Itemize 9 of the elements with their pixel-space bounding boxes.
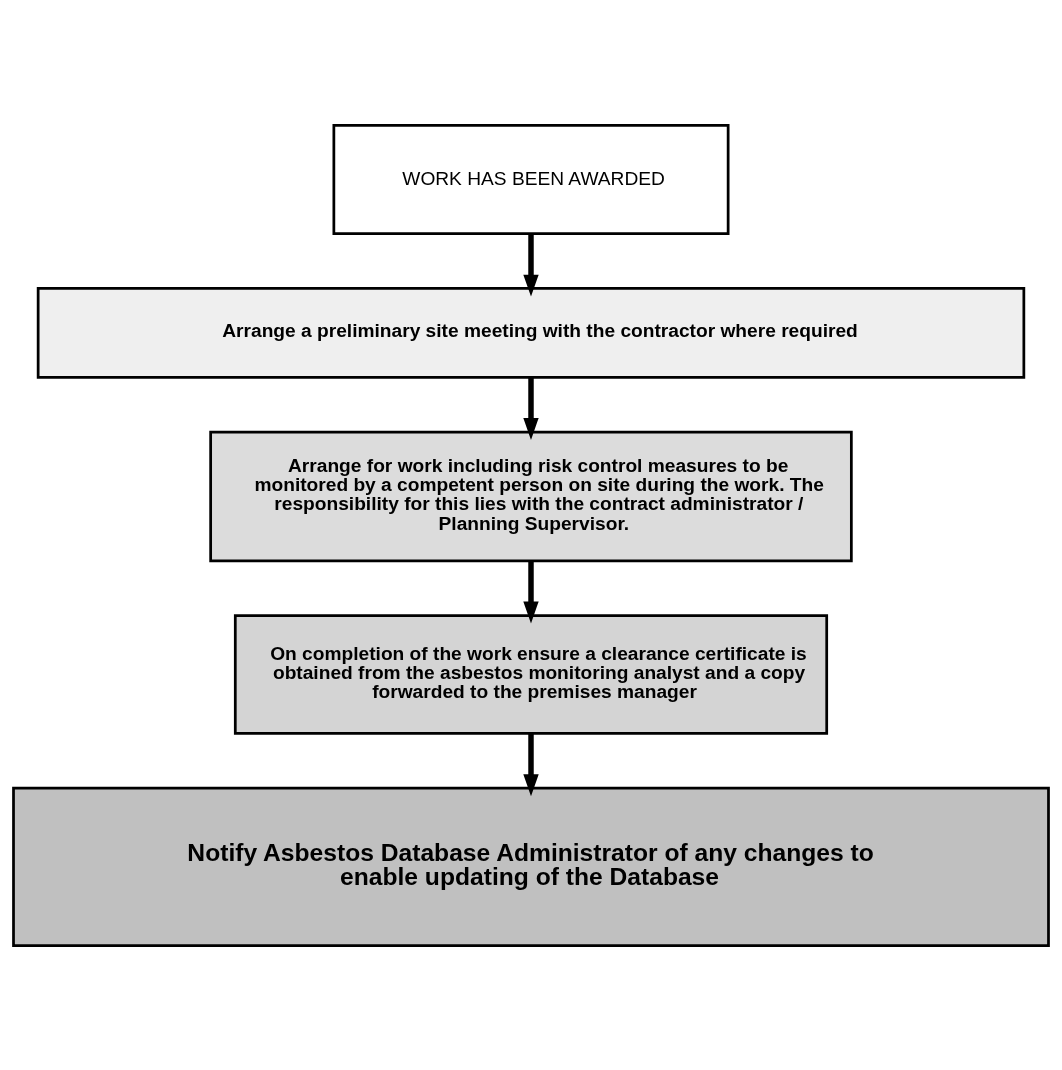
arrow bbox=[523, 233, 539, 297]
arrow bbox=[523, 560, 539, 623]
arrow bbox=[523, 733, 539, 796]
node-box: Arrange for work including risk control measures to be monitored by a competent person on site during the work. The responsibility for this lies with the contract administrator / Planning Supervisor. bbox=[209, 430, 853, 562]
node-box: Arrange a preliminary site meeting with the contractor where required bbox=[36, 286, 1026, 379]
node-box: Notify Asbestos Database Administrator of any changes to enable updating of the Database bbox=[12, 786, 1050, 947]
node-box: On completion of the work ensure a clearance certificate is obtained from the asbestos monitoring analyst and a copy forwarded to the premises manager bbox=[233, 613, 829, 735]
arrow bbox=[523, 377, 539, 440]
node-box: WORK HAS BEEN AWARDED bbox=[332, 123, 730, 235]
